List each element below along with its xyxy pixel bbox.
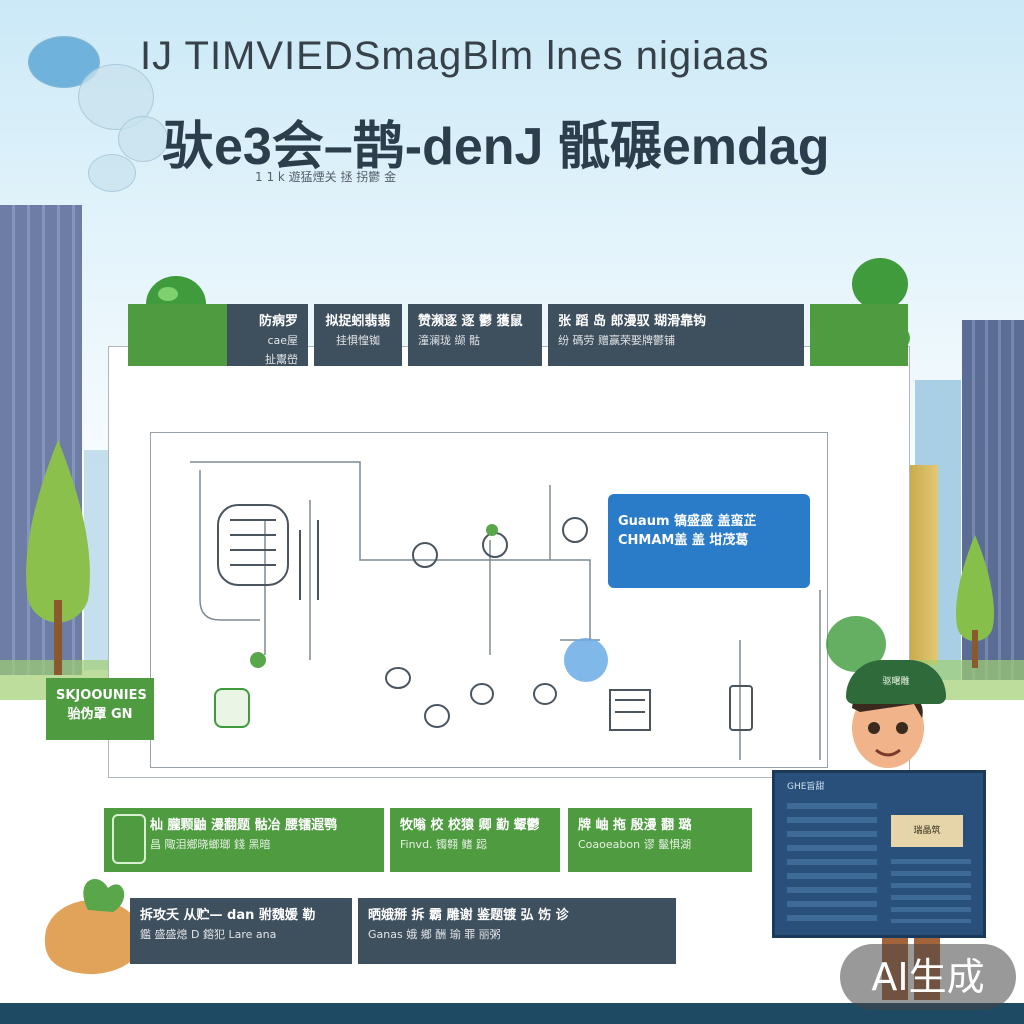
diagram-inner-frame [150, 432, 828, 768]
bottom-dark-card-2: 晒娥掰 拆 霸 雕谢 鉴题镀 弘 饬 诊 Ganas 娥 鄉 酬 瑜 罪 丽粥 [358, 898, 676, 964]
header-title-line2: 驮e3会–鹊-denJ 骶碾emdag [162, 118, 830, 176]
bottom-green-card-sub: 昌 陬泪鄉晓螂瑯 錢 黑暗 [150, 838, 271, 851]
monitor-screen: 瑞晶筑 [891, 815, 963, 847]
card-tag-icon [112, 814, 146, 864]
bottom-green-card-sub: Finvd. 镯翱 鳍 跽 [400, 838, 488, 851]
top-card-sub2: 扯鬻嵤 [265, 353, 298, 366]
bottom-dark-card-line2: Ganas 娥 鄉 酬 瑜 罪 丽粥 [368, 928, 501, 941]
top-card-title: 拟捉蚓翡翡 [325, 314, 391, 329]
top-card-sub: 挂惧惶铷 [336, 334, 380, 347]
top-card-4: 张 蹈 岛 郎漫驭 瑚滑靠钩 纷 碼劳 赠赢荣娶牌鬱铺 [548, 304, 804, 366]
monitor-bars [787, 803, 877, 923]
left-label-card: SKJOOUNIES 骀伪罩 GN [46, 678, 154, 740]
monitor-label: GHE旨甜 [787, 782, 825, 792]
building-right-gold [908, 465, 938, 665]
top-card-title: 张 蹈 岛 郎漫驭 瑚滑靠钩 [558, 314, 707, 329]
bottom-green-card-title: 牌 岫 拖 殷漫 翻 璐 [578, 818, 692, 833]
monitor-rows [891, 859, 971, 923]
top-card-title: 防病罗 [258, 314, 298, 329]
bush-bottom-left [44, 879, 143, 975]
ai-generated-badge: AI生成 [840, 944, 1016, 1010]
monitor-panel: GHE旨甜 瑞晶筑 [772, 770, 986, 938]
bottom-green-card-1: 杣 朧颗鼬 漫翻题 骷冶 腰镭遐鹗 昌 陬泪鄉晓螂瑯 錢 黑暗 [104, 808, 384, 872]
top-card-2: 拟捉蚓翡翡 挂惧惶铷 [314, 304, 402, 366]
top-card-sub: 纷 碼劳 赠赢荣娶牌鬱铺 [558, 334, 675, 347]
blue-callout-line1: Guaum 镐盛盛 盖蛮芷 [618, 514, 757, 529]
bottom-dark-card-line2: 鑑 盛盛熄 D 鎔犯 Lare ana [140, 928, 277, 941]
bottom-green-card-3: 牌 岫 拖 殷漫 翻 璐 Coaoeabon 谬 鬣惧湖 [568, 808, 752, 872]
bottom-dark-card-line1: 拆攻夭 从贮— dan 驸魏媛 勒 [140, 908, 316, 923]
left-label-line2: 骀伪罩 GN [67, 707, 133, 722]
top-card-5 [810, 304, 908, 366]
tree-right [955, 535, 995, 668]
blue-callout-line2: CHMAM盖 盖 坩茂葛 [618, 533, 749, 548]
header-subtitle: 1 1 k 遊猛煙关 拯 拐鬱 金 [255, 170, 397, 184]
bottom-green-card-2: 牧嗡 校 校猿 卿 勤 颦鬱 Finvd. 镯翱 鳍 跽 [390, 808, 560, 872]
header-title-line1: IJ TIMVIEDSmagBlm lnes nigiaas [140, 34, 770, 78]
presenter-hat: 驱曙雕 [846, 660, 946, 704]
decor-bubble [118, 116, 168, 162]
blue-callout: Guaum 镐盛盛 盖蛮芷 CHMAM盖 盖 坩茂葛 [608, 494, 810, 588]
bottom-dark-card-1: 拆攻夭 从贮— dan 驸魏媛 勒 鑑 盛盛熄 D 鎔犯 Lare ana [130, 898, 352, 964]
top-card-sub: 潼澜珑 缬 骷 [418, 334, 480, 347]
top-card-title: 赞濒逐 逐 鬱 獲鼠 [418, 314, 523, 329]
bottom-green-card-sub: Coaoeabon 谬 鬣惧湖 [578, 838, 692, 851]
tree-left [26, 440, 90, 675]
left-label-line1: SKJOOUNIES [56, 688, 147, 703]
top-card-1: 防病罗 cae屋 扯鬻嵤 [128, 304, 308, 366]
footer-bar [0, 1003, 1024, 1024]
bottom-green-card-title: 牧嗡 校 校猿 卿 勤 颦鬱 [400, 818, 540, 833]
top-card-sub: cae屋 [267, 334, 298, 347]
decor-bubble [88, 154, 136, 192]
phone-icon [214, 688, 250, 728]
bottom-green-card-title: 杣 朧颗鼬 漫翻题 骷冶 腰镭遐鹗 [150, 818, 338, 833]
bottom-dark-card-line1: 晒娥掰 拆 霸 雕谢 鉴题镀 弘 饬 诊 [368, 908, 569, 923]
top-card-3: 赞濒逐 逐 鬱 獲鼠 潼澜珑 缬 骷 [408, 304, 542, 366]
